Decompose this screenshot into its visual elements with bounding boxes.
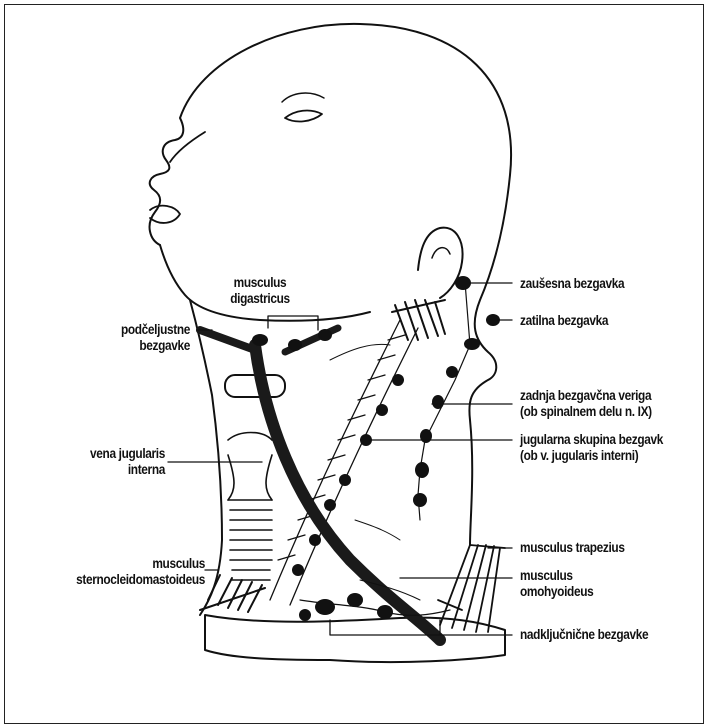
label-zatilna-bezgavka: zatilna bezgavka	[520, 313, 608, 329]
ear	[418, 228, 463, 298]
jugular-vein-top	[200, 330, 255, 350]
lymph-nodes	[252, 276, 500, 621]
leader-digastricus	[268, 316, 318, 330]
label-line: digastricus	[207, 291, 313, 307]
label-line: vena jugularis	[37, 446, 165, 462]
mastoid-insertion	[392, 300, 445, 340]
label-line: musculus	[207, 275, 313, 291]
posterior-chain-line	[418, 282, 470, 520]
label-line: interna	[37, 462, 165, 478]
eye-upper	[282, 93, 324, 102]
label-line: musculus	[42, 556, 205, 572]
label-vena-jugularis-interna: vena jugularis interna	[37, 446, 165, 478]
label-zausesna-bezgavka: zaušesna bezgavka	[520, 276, 624, 292]
label-musculus-omohyoideus: musculus omohyoideus	[520, 568, 593, 600]
clavicle	[205, 615, 505, 662]
nose	[170, 132, 205, 162]
label-jugularna-skupina-bezgavk: jugularna skupina bezgavk (ob v. jugular…	[520, 432, 663, 464]
label-line: omohyoideus	[520, 584, 593, 600]
label-line: sternocleidomastoideus	[42, 572, 205, 588]
label-line: (ob v. jugularis interni)	[520, 448, 663, 464]
label-line: podčeljustne	[58, 322, 190, 338]
label-line: bezgavke	[58, 338, 190, 354]
label-line: musculus	[520, 568, 593, 584]
label-zadnja-bezgavcna-veriga: zadnja bezgavčna veriga (ob spinalnem de…	[520, 388, 652, 420]
label-podceljustne-bezgavke: podčeljustne bezgavke	[58, 322, 190, 354]
label-musculus-sternocleidomastoideus: musculus sternocleidomastoideus	[42, 556, 205, 588]
eye-lower	[285, 111, 322, 122]
trachea	[228, 433, 272, 581]
ear-inner	[432, 248, 450, 258]
label-musculus-digastricus: musculus digastricus	[207, 275, 313, 307]
label-nadkljucne-bezgavke: nadključnične bezgavke	[520, 627, 648, 643]
label-line: (ob spinalnem delu n. IX)	[520, 404, 652, 420]
label-line: zadnja bezgavčna veriga	[520, 388, 652, 404]
label-musculus-trapezius: musculus trapezius	[520, 540, 625, 556]
internal-jugular-vein	[255, 345, 440, 640]
label-line: jugularna skupina bezgavk	[520, 432, 663, 448]
